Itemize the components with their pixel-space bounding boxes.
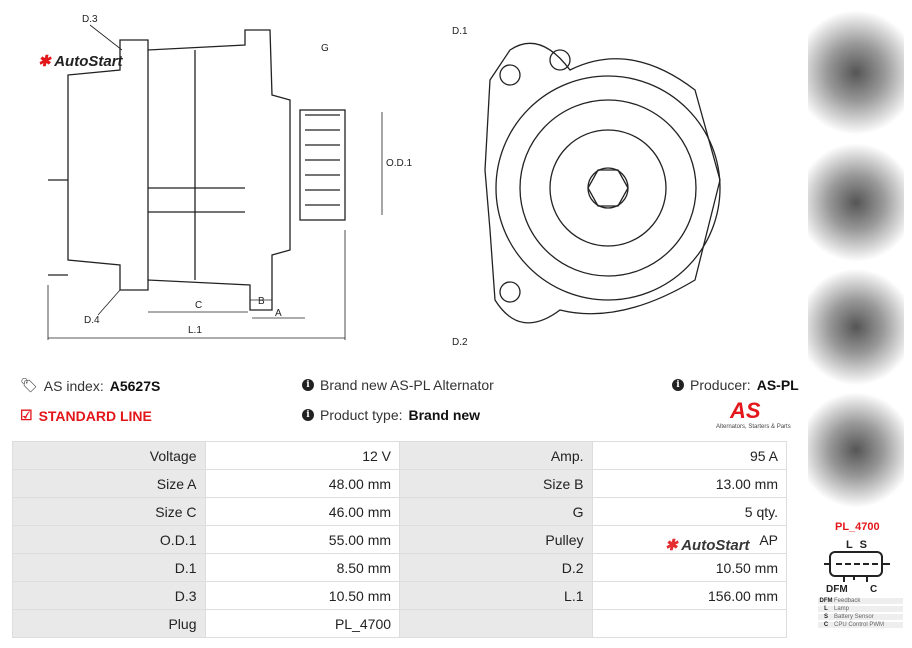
pin-code: DFM	[819, 598, 833, 604]
label-d1: D.1	[452, 26, 468, 37]
spec-label: G	[399, 497, 593, 526]
label-d4: D.4	[84, 315, 100, 326]
product-photo-front[interactable]	[808, 5, 904, 140]
spec-value: 10.50 mm	[591, 553, 787, 582]
label-b: B	[258, 296, 265, 307]
spec-value: 13.00 mm	[591, 469, 787, 498]
info-icon: i	[302, 379, 314, 391]
as-pl-logo: AS	[730, 398, 761, 423]
spec-value: 55.00 mm	[204, 525, 401, 554]
spec-label: Voltage	[12, 441, 206, 470]
pin-desc: CPU Control PWM	[834, 622, 885, 628]
spec-label: O.D.1	[12, 525, 206, 554]
spec-label: D.2	[399, 553, 593, 582]
spec-value: 156.00 mm	[591, 581, 787, 610]
spec-label: Plug	[12, 609, 206, 638]
spec-value: 48.00 mm	[204, 469, 401, 498]
spec-value: AP	[591, 525, 787, 554]
plug-pin-c: C	[870, 584, 878, 595]
label-g: G	[321, 43, 329, 54]
info-icon: i	[672, 379, 684, 391]
spec-label	[399, 609, 593, 638]
label-od1: O.D.1	[386, 158, 413, 169]
product-photo-top[interactable]	[808, 390, 904, 510]
spec-label: D.1	[12, 553, 206, 582]
label-d3: D.3	[82, 14, 98, 25]
label-d2: D.2	[452, 337, 468, 348]
pin-code: L	[824, 606, 828, 612]
as-index: 🏷AS index:A5627S	[20, 377, 161, 394]
standard-line: ☑STANDARD LINE	[20, 407, 152, 424]
alternator-side-drawing	[47, 24, 383, 340]
spec-value: 5 qty.	[591, 497, 787, 526]
spec-value: 8.50 mm	[204, 553, 401, 582]
alternator-front-drawing	[484, 42, 721, 324]
as-pl-tagline: Alternators, Starters & Parts	[716, 424, 791, 430]
spec-value: PL_4700	[204, 609, 401, 638]
spec-value: 10.50 mm	[204, 581, 401, 610]
plug-pins-top: L S	[846, 539, 867, 551]
pin-code: C	[823, 622, 829, 628]
plug-connector-icon	[824, 551, 890, 582]
label-a: A	[275, 308, 282, 319]
spec-label: Size A	[12, 469, 206, 498]
spec-label: Amp.	[399, 441, 593, 470]
info-icon: i	[302, 409, 314, 421]
product-photo-side[interactable]	[808, 140, 904, 265]
tags-icon: 🏷	[20, 377, 38, 393]
pin-desc: Battery Sensor	[834, 614, 874, 620]
spec-value	[591, 609, 787, 638]
spec-value: 12 V	[204, 441, 401, 470]
label-c: C	[195, 300, 203, 311]
pin-code: S	[823, 614, 828, 620]
product-photo-rear[interactable]	[808, 266, 904, 388]
spec-value: 95 A	[591, 441, 787, 470]
autostart-watermark: ✱ AutoStart	[665, 537, 750, 554]
label-l1: L.1	[188, 325, 202, 336]
spec-label: Size B	[399, 469, 593, 498]
spec-label: Pulley	[399, 525, 593, 554]
spec-label: D.3	[12, 581, 206, 610]
checkbox-icon: ☑	[20, 407, 33, 423]
plug-legend-row: S Battery Sensor	[818, 614, 903, 620]
plug-legend-row: L Lamp	[818, 606, 903, 612]
spec-value: 46.00 mm	[204, 497, 401, 526]
spec-label: L.1	[399, 581, 593, 610]
spec-label: Size C	[12, 497, 206, 526]
pin-desc: Feedback	[834, 598, 861, 604]
pin-desc: Lamp	[834, 606, 850, 612]
plug-name: PL_4700	[835, 521, 880, 533]
plug-legend-row: C CPU Control PWM	[818, 622, 903, 628]
autostart-logo: ✱ AutoStart	[38, 53, 123, 70]
plug-pin-dfm: DFM	[826, 584, 848, 595]
